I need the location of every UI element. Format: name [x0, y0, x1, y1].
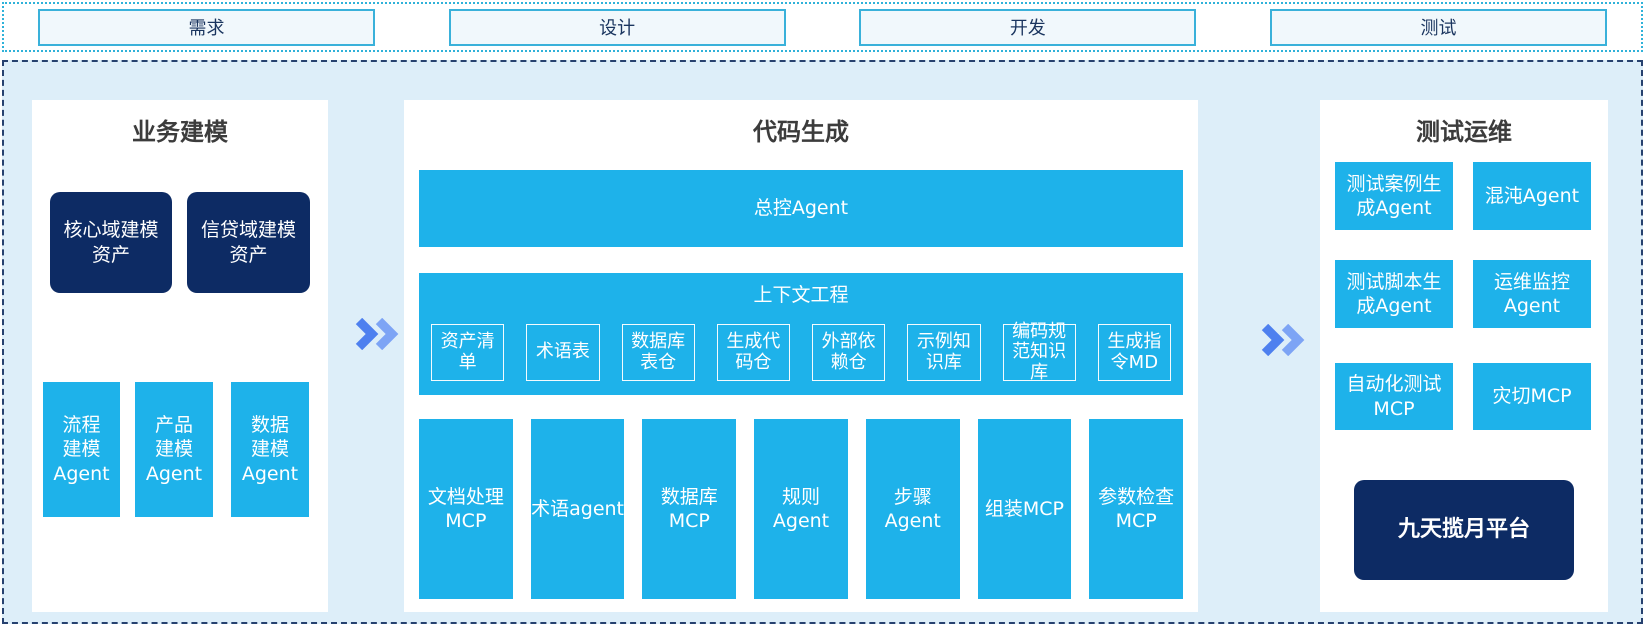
worker-box-param-check-mcp: 参数检查 MCP: [1089, 419, 1184, 599]
worker-box-assembly-mcp: 组装MCP: [977, 419, 1072, 599]
worker-box-doc-processing-mcp: 文档处理 MCP: [419, 419, 513, 599]
context-item-generated-code-repo: 生成代 码仓: [716, 324, 790, 381]
context-items-row: 资产清 单 术语表 数据库 表仓 生成代 码仓 外部依 赖仓 示例知 识库 编码…: [431, 322, 1171, 382]
context-item-glossary: 术语表: [526, 324, 600, 381]
box-chaos-agent: 混沌Agent: [1473, 162, 1591, 230]
phase-box-testing: 测试: [1269, 8, 1607, 46]
panel-test-ops: 测试运维 测试案例生 成Agent 混沌Agent 测试脚本生 成Agent 运…: [1320, 100, 1608, 612]
context-engineering-title: 上下文工程: [753, 284, 849, 306]
worker-box-step-agent: 步骤Agent: [865, 419, 960, 599]
main-container: 业务建模 核心域建模 资产 信贷域建模 资产 流程 建模 Agent 产品 建模…: [2, 60, 1643, 624]
box-auto-test-mcp: 自动化测试 MCP: [1335, 363, 1453, 430]
agent-box-data-modeling: 数据 建模 Agent: [231, 382, 309, 517]
box-test-case-gen-agent: 测试案例生 成Agent: [1335, 162, 1453, 230]
box-ops-monitor-agent: 运维监控 Agent: [1473, 260, 1591, 328]
panel-code-generation: 代码生成 总控Agent 上下文工程 资产清 单 术语表 数据库 表仓 生成代 …: [404, 100, 1198, 612]
agent-box-process-modeling: 流程 建模 Agent: [43, 382, 120, 517]
phase-box-design: 设计: [448, 8, 786, 46]
context-item-example-kb: 示例知 识库: [907, 324, 981, 381]
context-item-coding-standard-kb: 编码规 范知识 库: [1002, 322, 1076, 382]
flow-chevron-icon: [355, 318, 399, 350]
context-engineering-box: 上下文工程 资产清 单 术语表 数据库 表仓 生成代 码仓 外部依 赖仓 示例知…: [419, 273, 1183, 395]
context-item-asset-list: 资产清 单: [431, 324, 505, 381]
worker-box-database-mcp: 数据库 MCP: [642, 419, 737, 599]
context-item-external-deps-repo: 外部依 赖仓: [812, 324, 886, 381]
panel-title-test-ops: 测试运维: [1416, 118, 1512, 146]
panel-title-business-modeling: 业务建模: [132, 118, 228, 146]
asset-box-credit-domain: 信贷域建模 资产: [187, 192, 310, 293]
context-item-db-table-repo: 数据库 表仓: [621, 324, 695, 381]
panel-business-modeling: 业务建模 核心域建模 资产 信贷域建模 资产 流程 建模 Agent 产品 建模…: [32, 100, 328, 612]
flow-chevron-icon: [1261, 324, 1305, 356]
master-agent-bar: 总控Agent: [419, 170, 1183, 247]
box-test-script-gen-agent: 测试脚本生 成Agent: [1335, 260, 1453, 328]
box-jiutian-platform: 九天揽月平台: [1354, 480, 1574, 580]
asset-box-core-domain: 核心域建模 资产: [50, 192, 172, 293]
worker-box-rule-agent: 规则Agent: [754, 419, 848, 599]
agent-box-product-modeling: 产品 建模 Agent: [135, 382, 213, 517]
phase-box-development: 开发: [859, 8, 1197, 46]
context-item-generate-instruction-md: 生成指 令MD: [1097, 324, 1171, 381]
worker-boxes-row: 文档处理 MCP 术语agent 数据库 MCP 规则Agent 步骤Agent…: [419, 419, 1184, 599]
workflow-phase-bar: 需求 设计 开发 测试: [2, 2, 1643, 52]
worker-box-glossary-agent: 术语agent: [530, 419, 625, 599]
panel-title-code-generation: 代码生成: [753, 118, 849, 146]
phase-box-requirements: 需求: [38, 8, 375, 46]
box-disaster-switch-mcp: 灾切MCP: [1473, 363, 1591, 430]
